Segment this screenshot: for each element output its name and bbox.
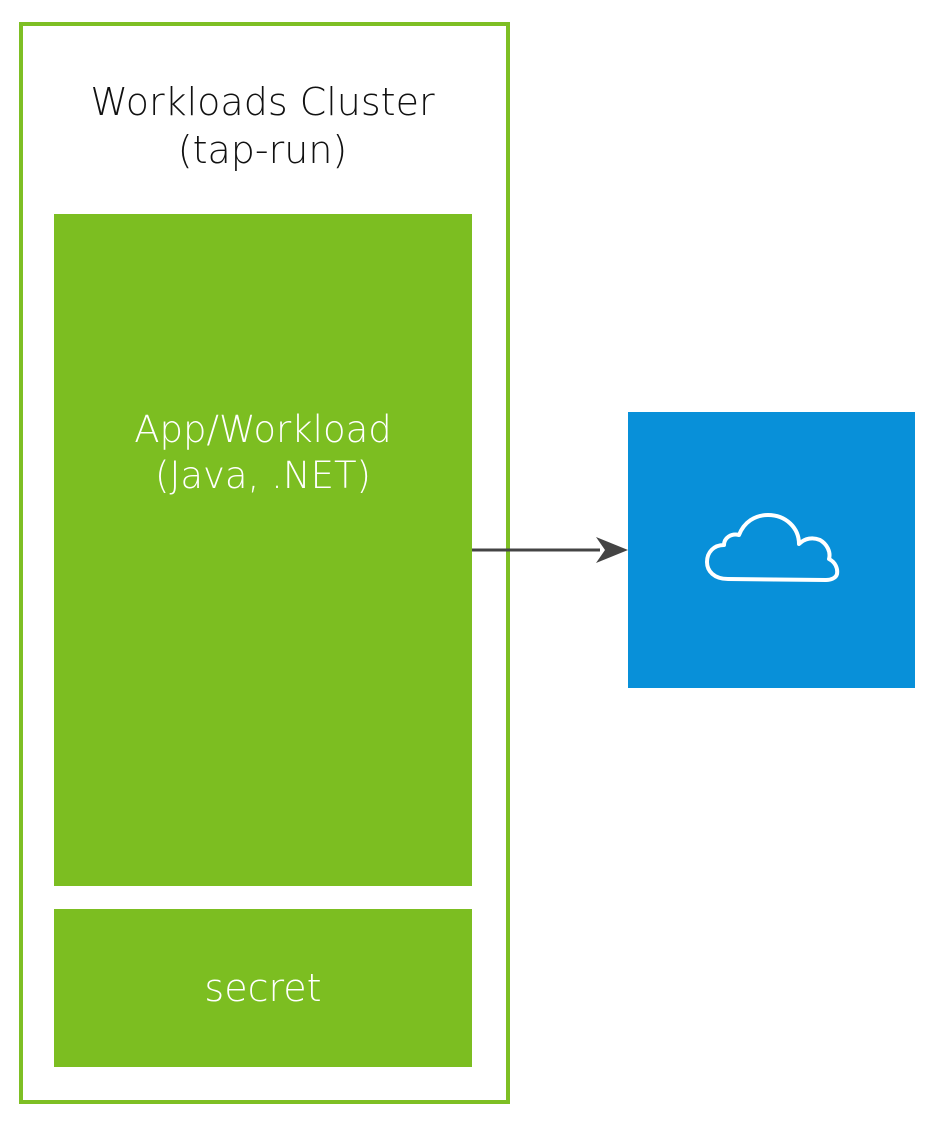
app-workload-label: App/Workload (Java, .NET) <box>134 407 392 499</box>
external-cloud-service <box>628 412 915 688</box>
app-workload-label-line2: (Java, .NET) <box>155 454 371 497</box>
arrow-right-icon <box>472 537 628 563</box>
app-workload-label-line1: App/Workload <box>134 408 392 451</box>
cluster-title-line2: (tap-run) <box>177 128 348 172</box>
cluster-title: Workloads Cluster (tap-run) <box>0 78 525 174</box>
secret-block: secret <box>54 909 472 1067</box>
cloud-icon <box>704 513 839 582</box>
secret-label: secret <box>204 966 322 1010</box>
app-workload-block: App/Workload (Java, .NET) <box>54 214 472 886</box>
cluster-title-line1: Workloads Cluster <box>90 80 435 124</box>
